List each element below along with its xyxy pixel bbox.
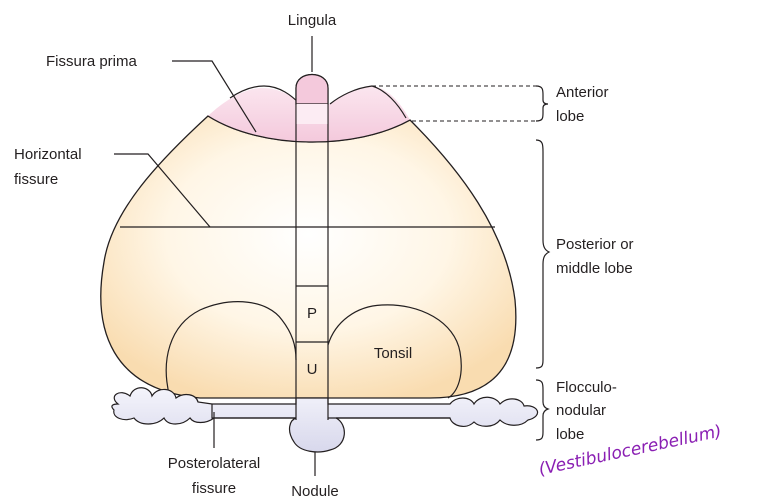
posterolateral-label-1: Posterolateral [168,455,261,472]
tonsil-label: Tonsil [374,345,412,362]
posterior-lobe [101,116,516,398]
lingula [296,75,328,105]
anterior-lobe-label-2: lobe [556,108,584,125]
lingula-label: Lingula [288,12,337,29]
anterior-lobe-label-1: Anterior [556,84,609,101]
vermis-u-label: U [307,361,318,378]
horizontal-fissure-label-1: Horizontal [14,146,82,163]
posterolateral-label-2: fissure [192,480,236,497]
fissura-prima-label: Fissura prima [46,53,138,70]
flocculonodular-label-3: lobe [556,426,584,443]
posterior-lobe-brace [536,140,549,368]
vermis-inner [297,104,328,124]
posterior-lobe-label-2: middle lobe [556,260,633,277]
flocculonodular-brace [536,380,548,440]
nodule-label: Nodule [291,483,339,500]
horizontal-fissure-label-2: fissure [14,171,58,188]
flocculonodular-label-2: nodular [556,402,606,419]
vermis-p-label: P [307,305,317,322]
posterior-lobe-label-1: Posterior or [556,236,634,253]
flocculonodular-label-1: Flocculo- [556,379,617,396]
anterior-lobe-brace [536,86,548,121]
